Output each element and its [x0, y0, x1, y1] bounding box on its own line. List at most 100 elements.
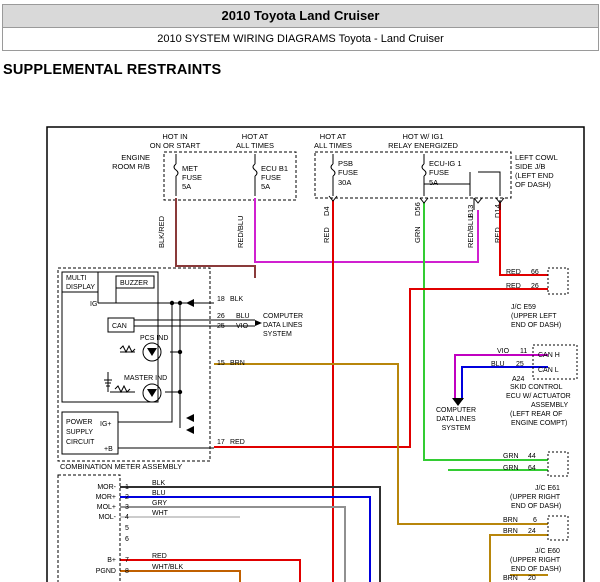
meter-pin-15-color: BRN	[230, 360, 245, 367]
pin-b13: B13	[466, 205, 475, 218]
bottom-pin-num: 3	[125, 504, 129, 511]
e60-pin2-color: BRN	[503, 528, 518, 535]
left-cowl-label-3: (LEFT END	[515, 171, 554, 180]
hot-label-1-line2: ON OR START	[150, 141, 201, 150]
left-cowl-label-4: OF DASH)	[515, 180, 551, 189]
pin-stubs	[473, 198, 501, 210]
ecu-b1-fuse-symbol	[252, 154, 258, 196]
skid-label-5: ENGINE COMPT)	[511, 420, 567, 427]
meter-pin-15-num: 15	[217, 360, 225, 367]
buzzer-box	[115, 275, 155, 289]
bottom-pin-name: B+	[107, 557, 116, 564]
power-supply-links	[118, 418, 214, 449]
e60-label-1: J/C E60	[535, 548, 560, 555]
master-ind-led	[147, 389, 157, 397]
ecu-ig1-fuse-label: FUSE	[429, 168, 449, 177]
diode-symbol	[186, 426, 194, 434]
met-fuse-label: FUSE	[182, 173, 202, 182]
bottom-pin-color: BLU	[152, 490, 166, 497]
can-bus-to-computer	[214, 319, 255, 327]
skid-pin2-color: BLU	[491, 361, 505, 368]
bottom-pin-color: WHT	[152, 510, 169, 517]
wire-blu-skid	[461, 366, 548, 400]
e61-pin1-num: 44	[528, 453, 536, 460]
meter-vertical-links	[171, 303, 181, 428]
wire-label-red-1: RED	[322, 227, 331, 243]
bottom-pin-name: PGND	[96, 568, 116, 575]
computer-arrow-1	[255, 320, 262, 326]
hot-label-3-line2: ALL TIMES	[314, 141, 352, 150]
bottom-pin-color: RED	[152, 553, 167, 560]
pcs-ind-lamp	[142, 342, 162, 362]
e59-label-3: END OF DASH)	[511, 322, 561, 329]
meter-can-lines	[134, 319, 214, 327]
junction-dot	[177, 300, 183, 306]
e60-pin1-color: BRN	[503, 517, 518, 524]
ecu-ig1-fuse-name: ECU-IG 1	[429, 159, 462, 168]
hot-label-1-line1: HOT IN	[162, 132, 187, 141]
computer-arrow-2	[452, 398, 464, 406]
bottom-pin-num: 7	[125, 557, 129, 564]
ig-label: IG	[90, 301, 97, 308]
ecu-ig1-fuse-amp: 5A	[429, 178, 438, 187]
multi-display-box	[61, 271, 159, 403]
meter-pin-18-num: 18	[217, 296, 225, 303]
bottom-pin-num: 4	[125, 514, 129, 521]
bottom-pin-color: BLK	[152, 480, 166, 487]
computer-lines-1-line3: SYSTEM	[263, 331, 292, 338]
ecu-b1-fuse-name: ECU B1	[261, 164, 288, 173]
pcs-ind-label: PCS IND	[140, 335, 168, 342]
met-fuse-amp: 5A	[182, 182, 191, 191]
e59-pin1-color: RED	[506, 269, 521, 276]
wire-blk-red	[175, 198, 256, 278]
jc-e61-connector	[547, 451, 569, 477]
section-title: SUPPLEMENTAL RESTRAINTS	[3, 62, 222, 78]
bottom-pin-name: MOL+	[97, 504, 116, 511]
wire-gry-mol-plus	[120, 506, 346, 582]
multi-display-label-box	[61, 271, 99, 293]
wire-red-meter-17	[214, 288, 548, 448]
psb-fuse-name: PSB	[338, 159, 353, 168]
e61-label-3: END OF DASH)	[511, 503, 561, 510]
hot-label-2-line1: HOT AT	[242, 132, 269, 141]
skid-pin1-name: CAN H	[538, 352, 560, 359]
skid-label-1: SKID CONTROL	[510, 384, 563, 391]
met-fuse-name: MET	[182, 164, 198, 173]
b-plus-label: +B	[104, 446, 113, 453]
diode-symbol	[186, 299, 194, 307]
wire-label-red-2: RED	[493, 227, 502, 243]
bottom-pin-name: MOR-	[97, 484, 116, 491]
junction-dot	[177, 389, 183, 395]
meter-pin-26-color: BLU	[236, 313, 250, 320]
buzzer-label: BUZZER	[120, 280, 148, 287]
power-supply-label-3: CIRCUIT	[66, 439, 95, 446]
diode-symbol	[186, 414, 194, 422]
bottom-pin-num: 5	[125, 525, 129, 532]
can-box	[107, 317, 135, 333]
wire-label-red-blu-1: RED/BLU	[236, 215, 245, 248]
pin-d56-arrow	[419, 197, 429, 204]
pin-d56: D56	[413, 202, 422, 216]
hot-label-4-line2: RELAY ENERGIZED	[388, 141, 458, 150]
diagram-frame	[46, 126, 585, 582]
computer-lines-1-line1: COMPUTER	[263, 313, 303, 320]
psb-fuse-label: FUSE	[338, 168, 358, 177]
bottom-module-box	[57, 474, 121, 582]
document-title-bar: 2010 Toyota Land Cruiser	[2, 4, 599, 28]
wire-vio-skid	[454, 354, 548, 400]
ecu-b1-fuse-amp: 5A	[261, 182, 270, 191]
computer-lines-2-line2: DATA LINES	[436, 416, 476, 423]
wire-brn-e60	[489, 534, 548, 582]
engine-room-label-1: ENGINE	[121, 153, 150, 162]
document-title: 2010 Toyota Land Cruiser	[221, 8, 380, 23]
wire-label-grn: GRN	[413, 226, 422, 243]
ig-plus-label: IG+	[100, 421, 111, 428]
e61-label-1: J/C E61	[535, 485, 560, 492]
e59-pin2-num: 26	[531, 283, 539, 290]
bottom-pin-name: MOL-	[99, 514, 117, 521]
hot-label-3-line1: HOT AT	[320, 132, 347, 141]
bottom-pin-name: MOR+	[96, 494, 116, 501]
combination-meter-box	[57, 267, 211, 462]
can-label: CAN	[112, 323, 127, 330]
